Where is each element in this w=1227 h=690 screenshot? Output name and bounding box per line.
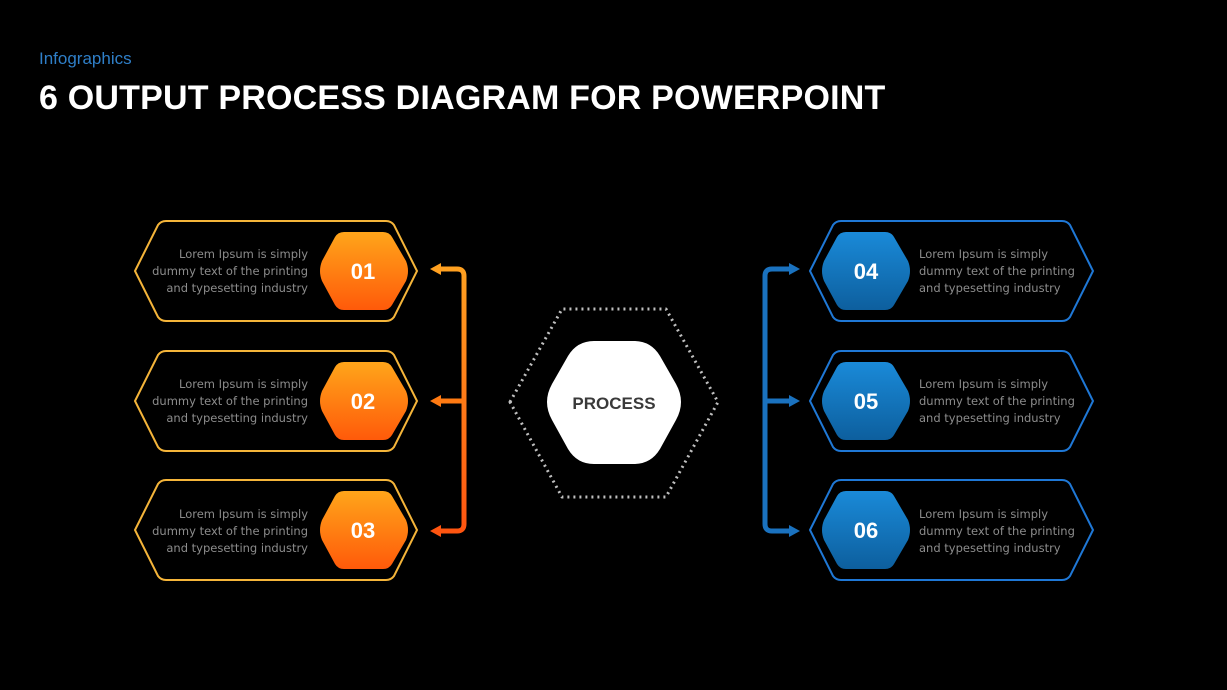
- output-item-02: 02 Lorem Ipsum is simply dummy text of t…: [133, 350, 419, 452]
- number-hexagon: [822, 491, 910, 569]
- output-number: 03: [351, 518, 375, 543]
- output-frame: [133, 350, 419, 452]
- output-text-line: and typesetting industry: [919, 281, 1061, 295]
- output-item-05: 05 Lorem Ipsum is simply dummy text of t…: [808, 350, 1095, 452]
- output-text-line: Lorem Ipsum is simply: [919, 377, 1048, 391]
- output-text-line: dummy text of the printing: [152, 264, 308, 278]
- output-frame: [808, 220, 1095, 322]
- arrow-to-03-icon: [430, 525, 441, 537]
- output-text-line: dummy text of the printing: [919, 524, 1075, 538]
- output-text-line: Lorem Ipsum is simply: [919, 507, 1048, 521]
- number-hexagon: [320, 491, 408, 569]
- output-text-line: dummy text of the printing: [152, 394, 308, 408]
- number-hexagon: [822, 232, 910, 310]
- center-label: PROCESS: [572, 394, 655, 413]
- arrow-to-06-icon: [789, 525, 800, 537]
- output-text-line: and typesetting industry: [166, 541, 308, 555]
- number-hexagon: [822, 362, 910, 440]
- arrow-to-04-icon: [789, 263, 800, 275]
- output-text-line: Lorem Ipsum is simply: [179, 247, 308, 261]
- output-number: 06: [854, 518, 878, 543]
- number-hexagon: [320, 232, 408, 310]
- output-item-03: 03 Lorem Ipsum is simply dummy text of t…: [133, 479, 419, 581]
- output-number: 01: [351, 259, 375, 284]
- output-text-line: and typesetting industry: [166, 411, 308, 425]
- output-number: 02: [351, 389, 375, 414]
- arrow-to-05-icon: [789, 395, 800, 407]
- output-text-line: Lorem Ipsum is simply: [179, 507, 308, 521]
- arrow-to-01-icon: [430, 263, 441, 275]
- output-text-line: dummy text of the printing: [919, 394, 1075, 408]
- output-text-line: and typesetting industry: [919, 541, 1061, 555]
- category-label: Infographics: [39, 49, 132, 68]
- output-frame: [808, 350, 1095, 452]
- output-item-01: 01 Lorem Ipsum is simply dummy text of t…: [133, 220, 419, 322]
- output-text-line: and typesetting industry: [919, 411, 1061, 425]
- output-item-04: 04 Lorem Ipsum is simply dummy text of t…: [808, 220, 1095, 322]
- output-text-line: Lorem Ipsum is simply: [919, 247, 1048, 261]
- output-item-06: 06 Lorem Ipsum is simply dummy text of t…: [808, 479, 1095, 581]
- output-frame: [133, 479, 419, 581]
- output-text-line: Lorem Ipsum is simply: [179, 377, 308, 391]
- output-text-line: dummy text of the printing: [919, 264, 1075, 278]
- output-text-line: and typesetting industry: [166, 281, 308, 295]
- arrow-to-02-icon: [430, 395, 441, 407]
- output-frame: [133, 220, 419, 322]
- page-title: 6 OUTPUT PROCESS DIAGRAM FOR POWERPOINT: [39, 79, 886, 117]
- output-frame: [808, 479, 1095, 581]
- center-dotted-ring: [508, 307, 720, 499]
- output-number: 05: [854, 389, 878, 414]
- right-connector: [762, 263, 800, 537]
- center-process: PROCESS: [508, 307, 720, 499]
- output-number: 04: [854, 259, 879, 284]
- number-hexagon: [320, 362, 408, 440]
- output-text-line: dummy text of the printing: [152, 524, 308, 538]
- left-connector: [430, 263, 467, 537]
- center-hexagon: [547, 341, 681, 464]
